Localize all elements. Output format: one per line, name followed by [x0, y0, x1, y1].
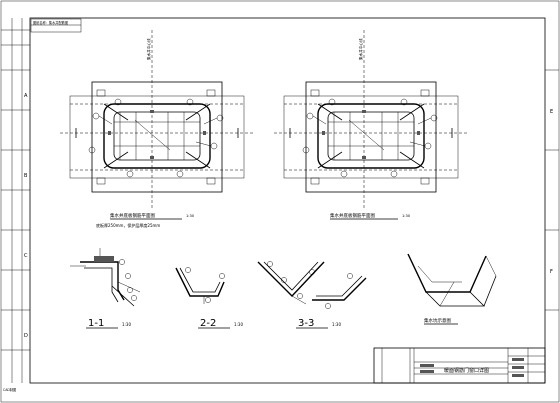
- left-plan: [60, 30, 254, 210]
- section-2-2-scale: 1:30: [234, 322, 243, 327]
- section-2-2-label: 2-2: [200, 318, 216, 329]
- right-centerline-label: 集水井中心线: [358, 38, 363, 60]
- isometric-caption: 集水坑示意图: [424, 317, 451, 324]
- sheet-frame: [29, 17, 546, 384]
- section-1-1-label: 1-1: [88, 318, 104, 329]
- section-3-3-extra: [312, 273, 367, 309]
- right-zone-strip: [545, 69, 559, 311]
- right-plan: [274, 30, 468, 210]
- left-plan-caption: 集水井底板钢筋平面图: [110, 212, 155, 219]
- section-3-3-label: 3-3: [298, 318, 314, 329]
- left-margin-strip: [1, 18, 30, 383]
- corner-bottom-left: CAD制图: [3, 387, 16, 392]
- row-letter-d: D: [24, 333, 28, 339]
- section-2-2-drawing: [175, 267, 225, 304]
- isometric-pit-sketch: [407, 253, 497, 307]
- left-centerline-label: 集水井中心线: [146, 38, 151, 60]
- row-letter-b: B: [24, 173, 28, 179]
- row-letter-f: F: [550, 269, 553, 275]
- left-plan-scale: 1:30: [186, 214, 195, 218]
- right-plan-scale: 1:30: [402, 214, 411, 218]
- left-plan-note: 底板厚250mm，保护层厚度25mm: [96, 222, 160, 228]
- right-plan-caption: 集水井底板钢筋平面图: [330, 212, 375, 219]
- top-left-label: 图纸名称：集水井配筋图: [33, 20, 68, 25]
- section-3-3-scale: 1:30: [332, 322, 341, 327]
- row-letter-a: A: [24, 93, 28, 99]
- title-block-text: 暖面钢筋门窗口详图: [444, 367, 489, 374]
- row-letter-c: C: [24, 253, 28, 259]
- title-block: [373, 347, 546, 384]
- section-3-3-drawing: [257, 261, 325, 305]
- row-letter-e: E: [550, 109, 553, 115]
- section-1-1-drawing: [70, 248, 141, 307]
- section-1-1-scale: 1:30: [122, 322, 131, 327]
- top-left-label-box: [30, 18, 82, 33]
